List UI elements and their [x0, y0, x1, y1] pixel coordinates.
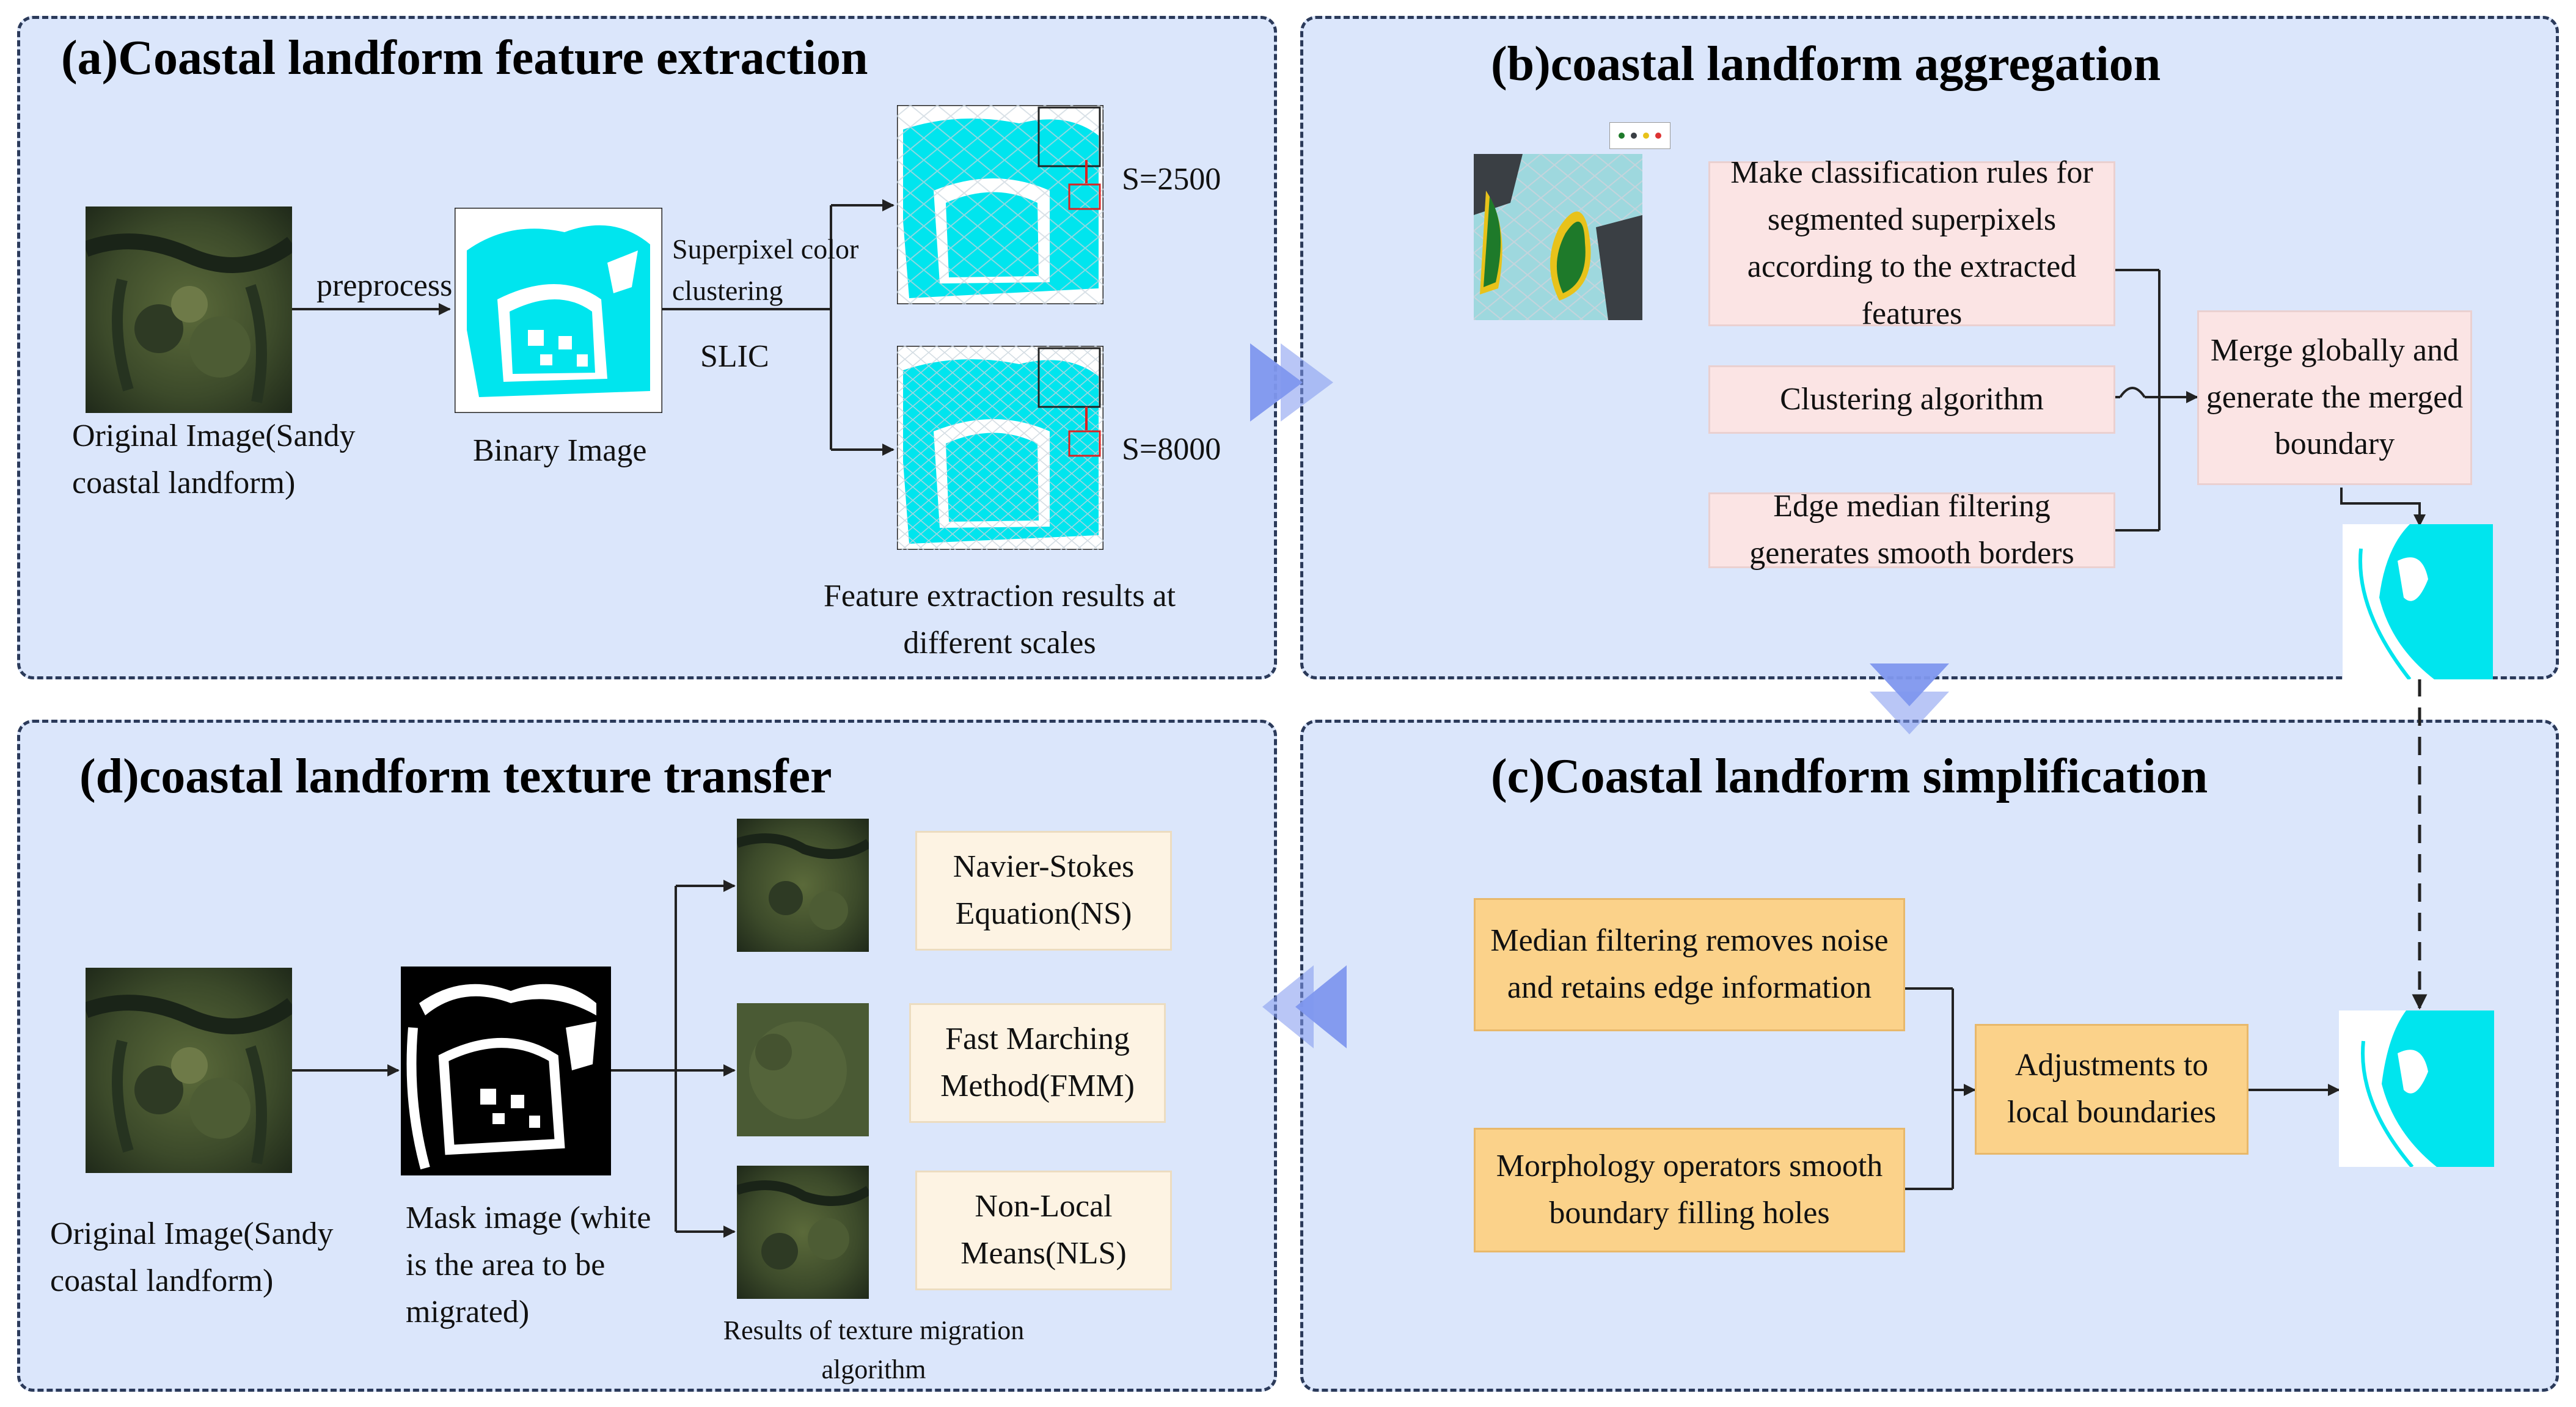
simplified-boundary-image [2339, 1010, 2494, 1167]
binary-image [455, 208, 662, 413]
classification-rules-box: Make classification rules for segmented … [1708, 155, 2115, 331]
mask-image [401, 967, 611, 1175]
feature-extraction-result-label: Feature extraction results at different … [823, 579, 1176, 660]
superpixel-result-s8000 [897, 346, 1103, 550]
superpixel-result-s2500 [897, 105, 1103, 304]
slic-label: SLIC [700, 339, 769, 374]
original-image-label-a: Original Image(Sandy coastal landform) [72, 418, 356, 500]
merge-globally-box: Merge globally and generate the merged b… [2197, 310, 2472, 485]
panel-a-title: (a)Coastal landform feature extraction [61, 31, 868, 85]
superpixel-label: Superpixel color clustering [672, 233, 859, 307]
fmm-result-image [737, 1003, 869, 1136]
non-local-means-box: Non-Local Means(NLS) [915, 1171, 1172, 1290]
panel-d-title: (d)coastal landform texture transfer [79, 750, 832, 803]
fast-marching-box: Fast Marching Method(FMM) [909, 1003, 1166, 1123]
s2500-label: S=2500 [1122, 162, 1221, 197]
mask-image-label: Mask image (white is the area to be migr… [406, 1201, 651, 1329]
original-satellite-image-a [86, 206, 292, 413]
preprocess-label: preprocess [317, 268, 453, 303]
ns-result-image [737, 819, 869, 952]
merged-boundary-image [2343, 524, 2493, 679]
original-satellite-image-d [86, 968, 292, 1173]
median-filtering-box: Median filtering removes noise and retai… [1474, 898, 1905, 1031]
edge-median-filtering-box: Edge median filtering generates smooth b… [1708, 489, 2115, 571]
texture-migration-results-label: Results of texture migration algorithm [723, 1315, 1025, 1384]
aggregation-map-image [1474, 154, 1642, 320]
panel-c-title: (c)Coastal landform simplification [1491, 750, 2208, 803]
nls-result-image [737, 1166, 869, 1299]
clustering-algorithm-box: Clustering algorithm [1708, 365, 2115, 434]
panel-b-title: (b)coastal landform aggregation [1491, 37, 2161, 91]
morphology-operators-box: Morphology operators smooth boundary fil… [1474, 1128, 1905, 1252]
navier-stokes-box: Navier-Stokes Equation(NS) [915, 831, 1172, 951]
s8000-label: S=8000 [1122, 432, 1221, 467]
local-boundary-adjustment-box: Adjustments to local boundaries [1975, 1024, 2249, 1155]
binary-image-label: Binary Image [473, 433, 647, 468]
original-image-label-d: Original Image(Sandy coastal landform) [50, 1216, 334, 1298]
map-legend-icon [1609, 122, 1670, 149]
